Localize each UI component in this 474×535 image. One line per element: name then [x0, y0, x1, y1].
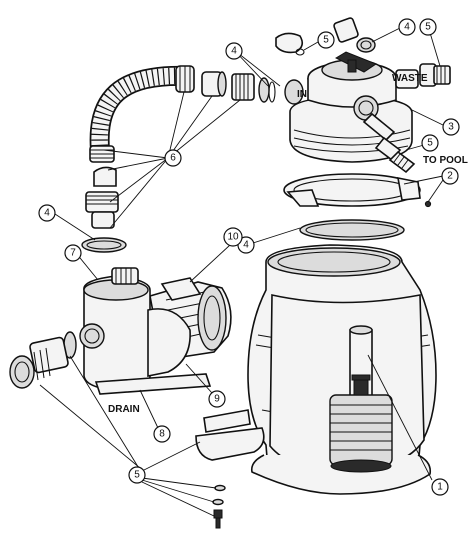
callout-4-top: 4: [225, 42, 243, 60]
svg-text:2: 2: [447, 171, 453, 182]
label-drain: DRAIN: [108, 404, 140, 415]
svg-text:4: 4: [404, 22, 410, 33]
svg-text:10: 10: [227, 232, 239, 243]
callout-4-top-right: 4: [398, 18, 416, 36]
flex-hose: [89, 65, 195, 163]
label-in: IN: [297, 89, 307, 100]
label-waste: WASTE: [392, 73, 428, 84]
hose-unions-bottom: [85, 166, 119, 229]
callout-2: 2: [441, 167, 459, 185]
hose-unions-top: [201, 71, 276, 103]
svg-text:4: 4: [231, 46, 237, 57]
svg-text:5: 5: [323, 35, 329, 46]
svg-text:5: 5: [425, 22, 431, 33]
svg-text:1: 1: [437, 482, 443, 493]
callout-1: 1: [431, 478, 449, 496]
label-to-pool: TO POOL: [423, 155, 468, 166]
valve-top-fittings: [275, 17, 376, 56]
callout-5-bottom: 5: [128, 466, 146, 484]
callout-5-top-right: 5: [419, 18, 437, 36]
svg-text:6: 6: [170, 153, 176, 164]
svg-text:7: 7: [70, 248, 76, 259]
svg-text:5: 5: [427, 138, 433, 149]
multiport-valve: [284, 51, 419, 163]
standpipe-laterals: [329, 325, 393, 473]
gasket-parts: [195, 409, 265, 461]
pump-inlet-union: [9, 336, 69, 389]
callout-4-left: 4: [38, 204, 56, 222]
pump: [79, 267, 232, 395]
callout-6: 6: [164, 149, 182, 167]
small-hardware: [212, 484, 226, 529]
waste-union: [419, 63, 451, 87]
clamp-band: [283, 173, 432, 208]
pump-o-ring: [81, 237, 127, 253]
svg-text:3: 3: [448, 122, 454, 133]
svg-text:8: 8: [159, 429, 165, 440]
svg-text:5: 5: [134, 470, 140, 481]
callout-8: 8: [153, 425, 171, 443]
callout-7: 7: [64, 244, 82, 262]
svg-text:9: 9: [214, 394, 220, 405]
svg-text:4: 4: [243, 240, 249, 251]
lateral-stack: [329, 394, 393, 473]
tank-o-ring: [299, 219, 405, 241]
callout-9: 9: [208, 390, 226, 408]
callout-3: 3: [442, 118, 460, 136]
callout-10: 10: [223, 227, 243, 247]
to-pool-union: [374, 136, 416, 174]
callout-5-top: 5: [317, 31, 335, 49]
callout-5-right: 5: [421, 134, 439, 152]
svg-text:4: 4: [44, 208, 50, 219]
